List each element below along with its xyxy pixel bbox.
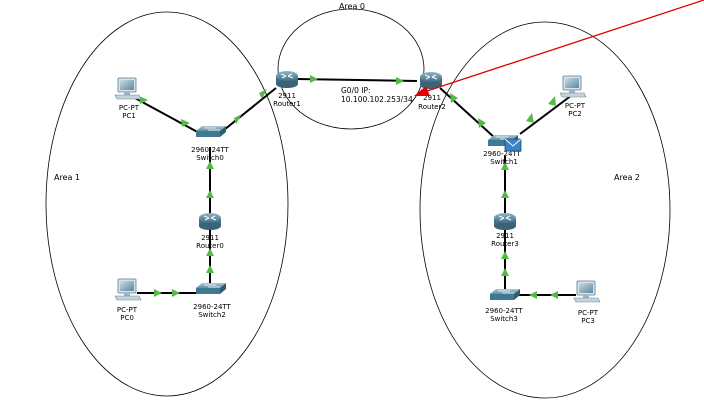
switch3-name: Switch3 [490, 315, 518, 323]
switch0-name: Switch0 [196, 154, 224, 162]
switch-icon [196, 283, 226, 294]
pc-icon [114, 278, 142, 301]
link-status-indicator [548, 96, 556, 106]
pc-icon [114, 77, 142, 100]
link-status-indicator [501, 268, 509, 276]
router3-model: 2911 [496, 232, 514, 240]
switch3-model: 2960-24TT [485, 307, 523, 315]
link-status-indicator [529, 291, 537, 299]
pc0-model: PC-PT [117, 306, 138, 314]
switch1-name: Switch1 [490, 158, 518, 166]
link-status-indicator [550, 291, 558, 299]
router2-node[interactable]: 2911 Router2 [418, 72, 446, 111]
switch-icon [490, 289, 520, 300]
link-status-indicator [206, 248, 214, 256]
link-router2-switch1[interactable] [439, 87, 496, 139]
router-icon [494, 213, 516, 230]
pc1-model: PC-PT [119, 104, 140, 112]
link-switch1-pc2[interactable] [519, 94, 573, 135]
pc1-name: PC1 [122, 112, 136, 120]
link-status-indicator [396, 77, 404, 85]
link-status-indicator [450, 93, 458, 103]
pointer-arrow-head [414, 86, 430, 96]
pc-icon [573, 280, 601, 303]
pc2-name: PC2 [568, 110, 582, 118]
router0-name: Router0 [196, 242, 224, 250]
router-icon [199, 213, 221, 230]
link-status-indicator [234, 114, 242, 124]
link-status-indicator [478, 118, 486, 128]
pc3-model: PC-PT [578, 309, 599, 317]
router0-node[interactable]: 2911 Router0 [196, 213, 224, 250]
pc3-node[interactable]: PC-PT PC3 [573, 280, 601, 325]
link-status-indicator [501, 251, 509, 259]
switch0-node[interactable]: 2960-24TT Switch0 [191, 126, 230, 162]
link-status-indicators [139, 75, 558, 299]
link-status-indicator [501, 162, 509, 170]
area1-boundary [45, 11, 289, 397]
area0-boundary [277, 8, 425, 130]
switch2-node[interactable]: 2960-24TT Switch2 [193, 283, 232, 319]
switch1-node[interactable]: 2960-24TT Switch1 [483, 135, 522, 166]
ip-annotation-line2: 10.100.102.253/34 [341, 95, 413, 104]
area2-label: Area 2 [614, 173, 640, 182]
pc2-node[interactable]: PC-PT PC2 [559, 75, 587, 118]
switch2-model: 2960-24TT [193, 303, 231, 311]
link-status-indicator [206, 161, 214, 169]
pc0-name: PC0 [120, 314, 134, 322]
pc2-model: PC-PT [565, 102, 586, 110]
link-status-indicator [259, 89, 267, 99]
router1-node[interactable]: 2911 Router1 [273, 71, 301, 108]
area0-label: Area 0 [339, 2, 365, 11]
link-status-indicator [206, 190, 214, 198]
pc3-name: PC3 [581, 317, 595, 325]
switch3-node[interactable]: 2960-24TT Switch3 [485, 289, 524, 323]
link-pc1-switch0[interactable] [132, 96, 204, 136]
router2-model: 2911 [423, 94, 441, 102]
link-switch0-router1[interactable] [218, 87, 277, 135]
router1-model: 2911 [278, 92, 296, 100]
envelope-icon[interactable] [504, 138, 522, 152]
area2-boundary [419, 21, 671, 399]
router3-node[interactable]: 2911 Router3 [491, 213, 519, 248]
router0-model: 2911 [201, 234, 219, 242]
link-status-indicator [181, 119, 190, 127]
ip-annotation-line1: G0/0 IP: [341, 86, 371, 95]
area1-label: Area 1 [54, 173, 80, 182]
link-status-indicator [139, 96, 148, 104]
pc-icon [559, 75, 587, 98]
router2-name: Router2 [418, 103, 446, 111]
pc0-node[interactable]: PC-PT PC0 [114, 278, 142, 322]
link-status-indicator [206, 265, 214, 273]
pointer-arrow-line [423, 0, 704, 93]
switch0-model: 2960-24TT [191, 146, 229, 154]
switch2-name: Switch2 [198, 311, 226, 319]
link-status-indicator [526, 113, 534, 123]
router3-name: Router3 [491, 240, 519, 248]
pointer-arrow [414, 0, 704, 96]
pc1-node[interactable]: PC-PT PC1 [114, 77, 142, 120]
router-icon [420, 72, 442, 89]
router1-name: Router1 [273, 100, 301, 108]
link-status-indicator [154, 289, 162, 297]
links [132, 78, 576, 296]
ip-annotation[interactable]: G0/0 IP: 10.100.102.253/34 [341, 86, 413, 104]
switch1-model: 2960-24TT [483, 150, 521, 158]
link-status-indicator [172, 289, 180, 297]
link-status-indicator [501, 190, 509, 198]
router-icon [276, 71, 298, 88]
link-status-indicator [310, 75, 318, 83]
switch-icon [196, 126, 226, 137]
